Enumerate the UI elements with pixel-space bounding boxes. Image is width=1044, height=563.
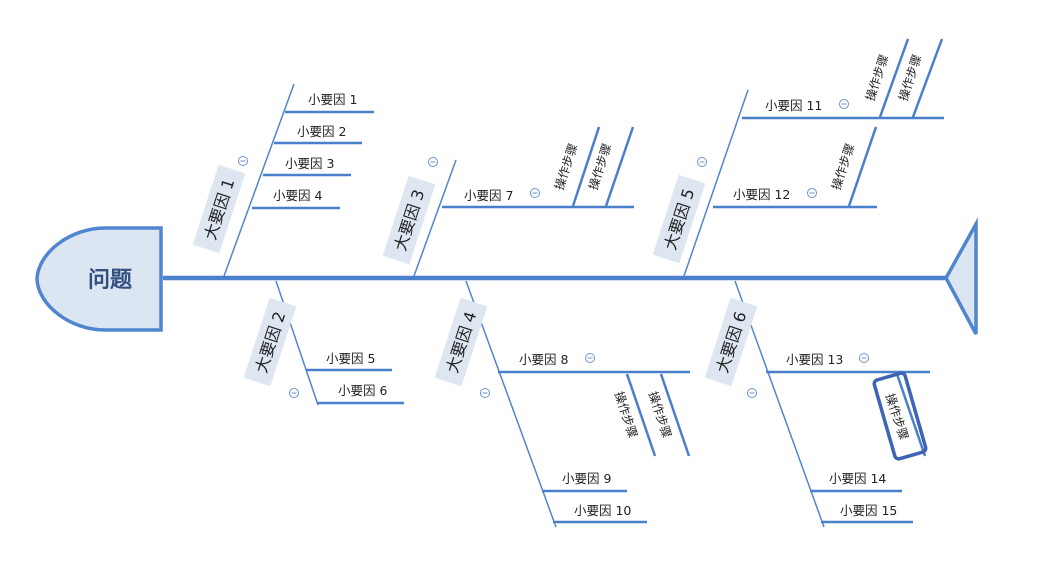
problem-label: 问题 bbox=[88, 268, 133, 293]
bone-step-f bbox=[625, 373, 657, 457]
collapse-icon[interactable] bbox=[480, 388, 490, 398]
major-cause-4[interactable]: 大要因 4 bbox=[434, 297, 488, 387]
bone-major-3 bbox=[413, 159, 457, 277]
bone-major-2 bbox=[275, 280, 319, 406]
collapse-icon[interactable] bbox=[807, 188, 817, 198]
collapse-icon[interactable] bbox=[238, 156, 248, 166]
collapse-icon[interactable] bbox=[289, 388, 299, 398]
collapse-icon[interactable] bbox=[859, 353, 869, 363]
step-label[interactable]: 操作步骤 bbox=[828, 141, 857, 191]
minor-cause-15[interactable]: 小要因 15 bbox=[840, 503, 897, 518]
collapse-icon[interactable] bbox=[747, 388, 757, 398]
major-cause-3[interactable]: 大要因 3 bbox=[382, 175, 436, 265]
problem-head[interactable]: 问题 bbox=[35, 226, 163, 332]
major-cause-5[interactable]: 大要因 5 bbox=[652, 174, 706, 264]
collapse-icon[interactable] bbox=[839, 99, 849, 109]
bone-step-a bbox=[571, 126, 601, 207]
minor-cause-3[interactable]: 小要因 3 bbox=[285, 156, 334, 171]
minor-cause-1[interactable]: 小要因 1 bbox=[308, 92, 357, 107]
step-label[interactable]: 操作步骤 bbox=[612, 389, 641, 439]
bone-step-c bbox=[878, 38, 910, 118]
major-cause-6[interactable]: 大要因 6 bbox=[704, 297, 758, 387]
collapse-icon[interactable] bbox=[585, 353, 595, 363]
minor-cause-11[interactable]: 小要因 11 bbox=[765, 98, 822, 113]
minor-cause-14[interactable]: 小要因 14 bbox=[829, 471, 886, 486]
minor-cause-13[interactable]: 小要因 13 bbox=[786, 352, 843, 367]
step-label[interactable]: 操作步骤 bbox=[551, 141, 580, 191]
bone-step-h bbox=[895, 373, 927, 457]
minor-cause-4[interactable]: 小要因 4 bbox=[273, 188, 322, 203]
bone-major-1 bbox=[223, 83, 295, 277]
bone-major-5 bbox=[683, 89, 749, 277]
collapse-icon[interactable] bbox=[530, 188, 540, 198]
bone-step-g bbox=[659, 373, 691, 457]
major-cause-2[interactable]: 大要因 2 bbox=[243, 297, 297, 387]
minor-cause-5[interactable]: 小要因 5 bbox=[326, 351, 375, 366]
collapse-icon[interactable] bbox=[697, 157, 707, 167]
minor-cause-8[interactable]: 小要因 8 bbox=[519, 352, 568, 367]
bone-step-d bbox=[911, 38, 944, 118]
step-label[interactable]: 操作步骤 bbox=[646, 389, 675, 439]
bone-step-e bbox=[847, 126, 878, 207]
minor-cause-6[interactable]: 小要因 6 bbox=[338, 383, 387, 398]
minor-cause-12[interactable]: 小要因 12 bbox=[733, 187, 790, 202]
minor-cause-9[interactable]: 小要因 9 bbox=[562, 471, 611, 486]
fishbone-tail bbox=[944, 217, 978, 335]
step-label[interactable]: 操作步骤 bbox=[585, 141, 614, 191]
minor-cause-10[interactable]: 小要因 10 bbox=[574, 503, 631, 518]
minor-cause-7[interactable]: 小要因 7 bbox=[464, 188, 513, 203]
bone-step-b bbox=[604, 126, 635, 207]
minor-cause-2[interactable]: 小要因 2 bbox=[297, 124, 346, 139]
collapse-icon[interactable] bbox=[428, 157, 438, 167]
